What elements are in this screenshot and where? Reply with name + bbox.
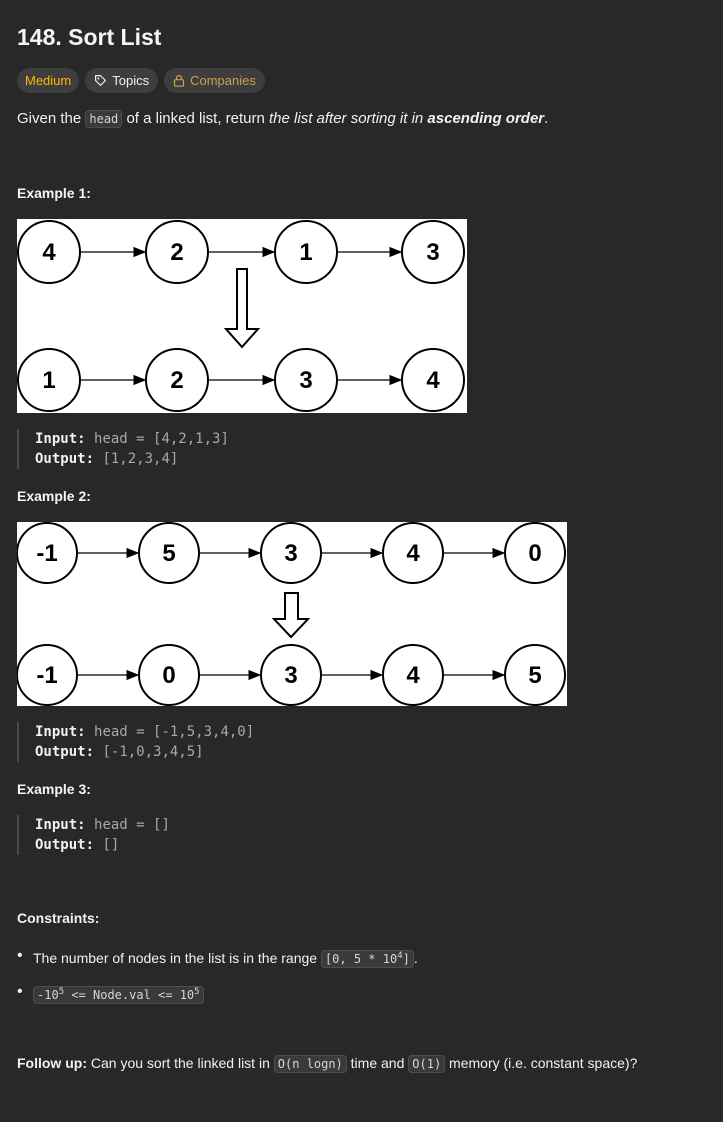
example-2-title: Example 2:	[17, 488, 91, 504]
list-node-value: 3	[284, 540, 297, 567]
list-node-value: 3	[284, 662, 297, 689]
list-node-value: 2	[170, 239, 183, 266]
topics-tag[interactable]: Topics	[85, 68, 159, 93]
list-node-value: -1	[36, 662, 57, 689]
lock-icon	[173, 74, 185, 87]
constraint-item: -105 <= Node.val <= 105	[17, 981, 418, 1006]
list-node-circle	[274, 348, 338, 412]
problem-title: 148. Sort List	[17, 24, 162, 50]
difficulty-badge[interactable]: Medium	[17, 68, 80, 93]
list-node-circle	[401, 220, 465, 284]
down-arrow-icon	[271, 592, 311, 639]
companies-tag[interactable]: Companies	[164, 68, 265, 93]
list-node-circle	[401, 348, 465, 412]
example-1-output-list: 1 2 3 4	[17, 348, 465, 412]
tag-row: Medium Topics Companies	[17, 68, 265, 93]
down-arrow-icon	[223, 268, 261, 349]
list-node-circle	[382, 644, 444, 706]
list-node-value: 1	[42, 367, 55, 394]
inline-code-nodeval: -105 <= Node.val <= 105	[33, 986, 204, 1004]
example-1-io: Input: head = [4,2,1,3] Output: [1,2,3,4…	[17, 429, 229, 469]
example-3-io: Input: head = [] Output: []	[17, 815, 170, 855]
example-2-input-list: -1 5 3 4 0	[17, 522, 566, 584]
list-node-circle	[145, 220, 209, 284]
list-node-value: 2	[170, 367, 183, 394]
list-node-value: 5	[162, 540, 175, 567]
constraint-item: The number of nodes in the list is in th…	[17, 945, 418, 970]
list-node-circle	[138, 522, 200, 584]
inline-code-range: [0, 5 * 104]	[320, 950, 414, 968]
example-1-title: Example 1:	[17, 185, 91, 201]
list-node-value: 4	[42, 239, 56, 266]
companies-label: Companies	[190, 73, 256, 88]
list-node-circle	[274, 220, 338, 284]
example-2-io: Input: head = [-1,5,3,4,0] Output: [-1,0…	[17, 722, 254, 762]
list-node-value: 3	[426, 239, 439, 266]
list-node-value: 4	[406, 662, 420, 689]
inline-code-o1: O(1)	[408, 1055, 446, 1073]
list-node-circle	[260, 522, 322, 584]
topics-label: Topics	[112, 73, 150, 88]
list-node-circle	[138, 644, 200, 706]
list-node-circle	[260, 644, 322, 706]
list-node-circle	[504, 522, 566, 584]
list-node-value: 3	[299, 367, 312, 394]
list-node-circle	[145, 348, 209, 412]
inline-code-head: head	[85, 110, 123, 128]
example-2-diagram: -1 5 3 4 0 -1 0 3 4 5	[17, 522, 567, 706]
list-node-value: 0	[162, 662, 175, 689]
list-node-value: 5	[528, 662, 541, 689]
list-node-circle	[382, 522, 444, 584]
constraints-title: Constraints:	[17, 910, 100, 926]
list-node-circle	[17, 348, 81, 412]
follow-up: Follow up: Can you sort the linked list …	[17, 1055, 638, 1073]
list-node-value: 0	[528, 540, 541, 567]
list-node-circle	[17, 522, 78, 584]
list-node-circle	[17, 220, 81, 284]
problem-description: Given the head of a linked list, return …	[17, 110, 549, 128]
example-1-diagram: 4 2 1 3 1 2 3 4	[17, 219, 467, 413]
list-node-circle	[17, 644, 78, 706]
list-node-value: 4	[426, 367, 440, 394]
list-node-circle	[504, 644, 566, 706]
example-3-title: Example 3:	[17, 781, 91, 797]
tag-icon	[94, 74, 107, 87]
example-1-input-list: 4 2 1 3	[17, 220, 465, 284]
constraints-list: The number of nodes in the list is in th…	[17, 945, 418, 1006]
list-node-value: 4	[406, 540, 420, 567]
list-node-value: -1	[36, 540, 57, 567]
example-2-output-list: -1 0 3 4 5	[17, 644, 566, 706]
list-node-value: 1	[299, 239, 312, 266]
inline-code-onlogn: O(n logn)	[273, 1055, 347, 1073]
